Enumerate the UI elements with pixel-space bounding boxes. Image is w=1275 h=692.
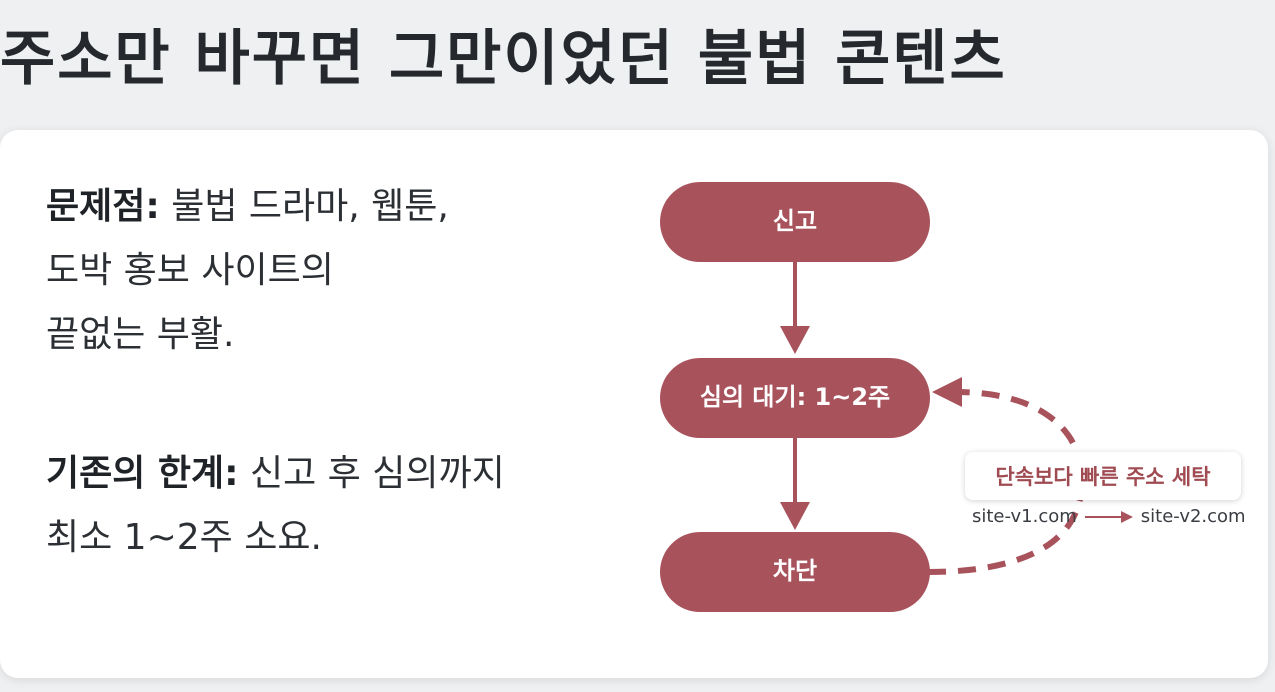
limit-label: 기존의 한계: [46, 453, 239, 494]
limit-block: 기존의 한계: 신고 후 심의까지 최소 1~2주 소요. [46, 442, 626, 570]
url-to: site-v2.com [1140, 506, 1246, 527]
problem-text-1: 불법 드라마, 웹툰, [159, 186, 449, 227]
limit-line-2: 최소 1~2주 소요. [46, 517, 322, 558]
flow-arrow-1 [780, 262, 810, 354]
limit-line-1: 기존의 한계: 신고 후 심의까지 [46, 442, 626, 506]
problem-line-3: 끝없는 부활. [46, 314, 235, 355]
node-block-label: 차단 [773, 557, 817, 585]
content-card: 문제점: 불법 드라마, 웹툰, 도박 홍보 사이트의 끝없는 부활. 기존의 … [0, 130, 1268, 678]
flow-arrow-2 [780, 438, 810, 530]
problem-block: 문제점: 불법 드라마, 웹툰, 도박 홍보 사이트의 끝없는 부활. [46, 175, 626, 367]
limit-text-1: 신고 후 심의까지 [238, 453, 505, 494]
right-arrow-icon [1084, 510, 1133, 523]
flow-diagram: 신고 심의 대기: 1~2주 차단 [660, 182, 1086, 612]
loop-caption: 단속보다 빠른 주소 세탁 [965, 452, 1241, 500]
loop-arrow [927, 377, 1086, 575]
url-from: site-v1.com [972, 506, 1077, 527]
page-title: 주소만 바꾸면 그만이었던 불법 콘텐츠 [0, 24, 1007, 94]
node-block: 차단 [660, 532, 930, 612]
url-change-row: site-v1.com site-v2.com [972, 506, 1246, 527]
problem-line-1: 문제점: 불법 드라마, 웹툰, [46, 175, 626, 239]
problem-label: 문제점: [46, 186, 160, 227]
problem-line-2: 도박 홍보 사이트의 [46, 250, 334, 291]
node-report: 신고 [660, 182, 930, 262]
node-review: 심의 대기: 1~2주 [660, 358, 930, 438]
node-review-label: 심의 대기: 1~2주 [700, 383, 890, 411]
node-report-label: 신고 [773, 207, 817, 235]
